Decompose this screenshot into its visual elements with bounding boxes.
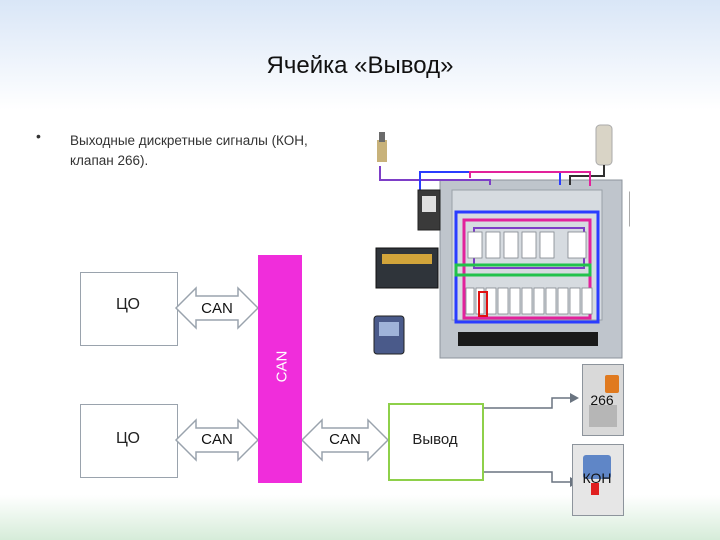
label-kon: КОН <box>582 470 612 486</box>
page-title: Ячейка «Вывод» <box>266 52 454 79</box>
output-line-266 <box>480 397 570 409</box>
vyvod-label: Вывод <box>412 431 458 448</box>
signal-lamp-icon <box>377 140 387 162</box>
can-bus-label: CAN <box>273 350 291 383</box>
vyvod-box <box>388 403 484 481</box>
label-266: 266 <box>590 392 614 408</box>
terminal-strip <box>458 332 598 346</box>
can-bus <box>258 255 302 483</box>
co-label-bottom: ЦО <box>116 430 140 447</box>
bullet-text-line-1: Выходные дискретные сигналы (КОН, <box>70 133 308 148</box>
can-arrow-right-label: CAN <box>329 431 361 448</box>
valve-266-photo <box>582 364 624 436</box>
can-arrow-top-label: CAN <box>201 300 233 317</box>
valve-icon <box>605 375 619 393</box>
bullet-text-line-2: клапан 266). <box>70 153 149 168</box>
output-arrowhead-266 <box>570 393 579 403</box>
cabinet-illustration <box>373 124 630 359</box>
bullet-marker: • <box>36 128 41 144</box>
co-label-top: ЦО <box>116 296 140 313</box>
co-box-bottom <box>80 404 178 478</box>
output-line-kon <box>480 471 570 483</box>
kon-photo <box>572 444 624 516</box>
can-arrow-bottom-label: CAN <box>201 431 233 448</box>
bullet-text: Выходные дискретные сигналы (КОН, клапан… <box>70 131 340 171</box>
kon-device-icon <box>583 455 611 479</box>
